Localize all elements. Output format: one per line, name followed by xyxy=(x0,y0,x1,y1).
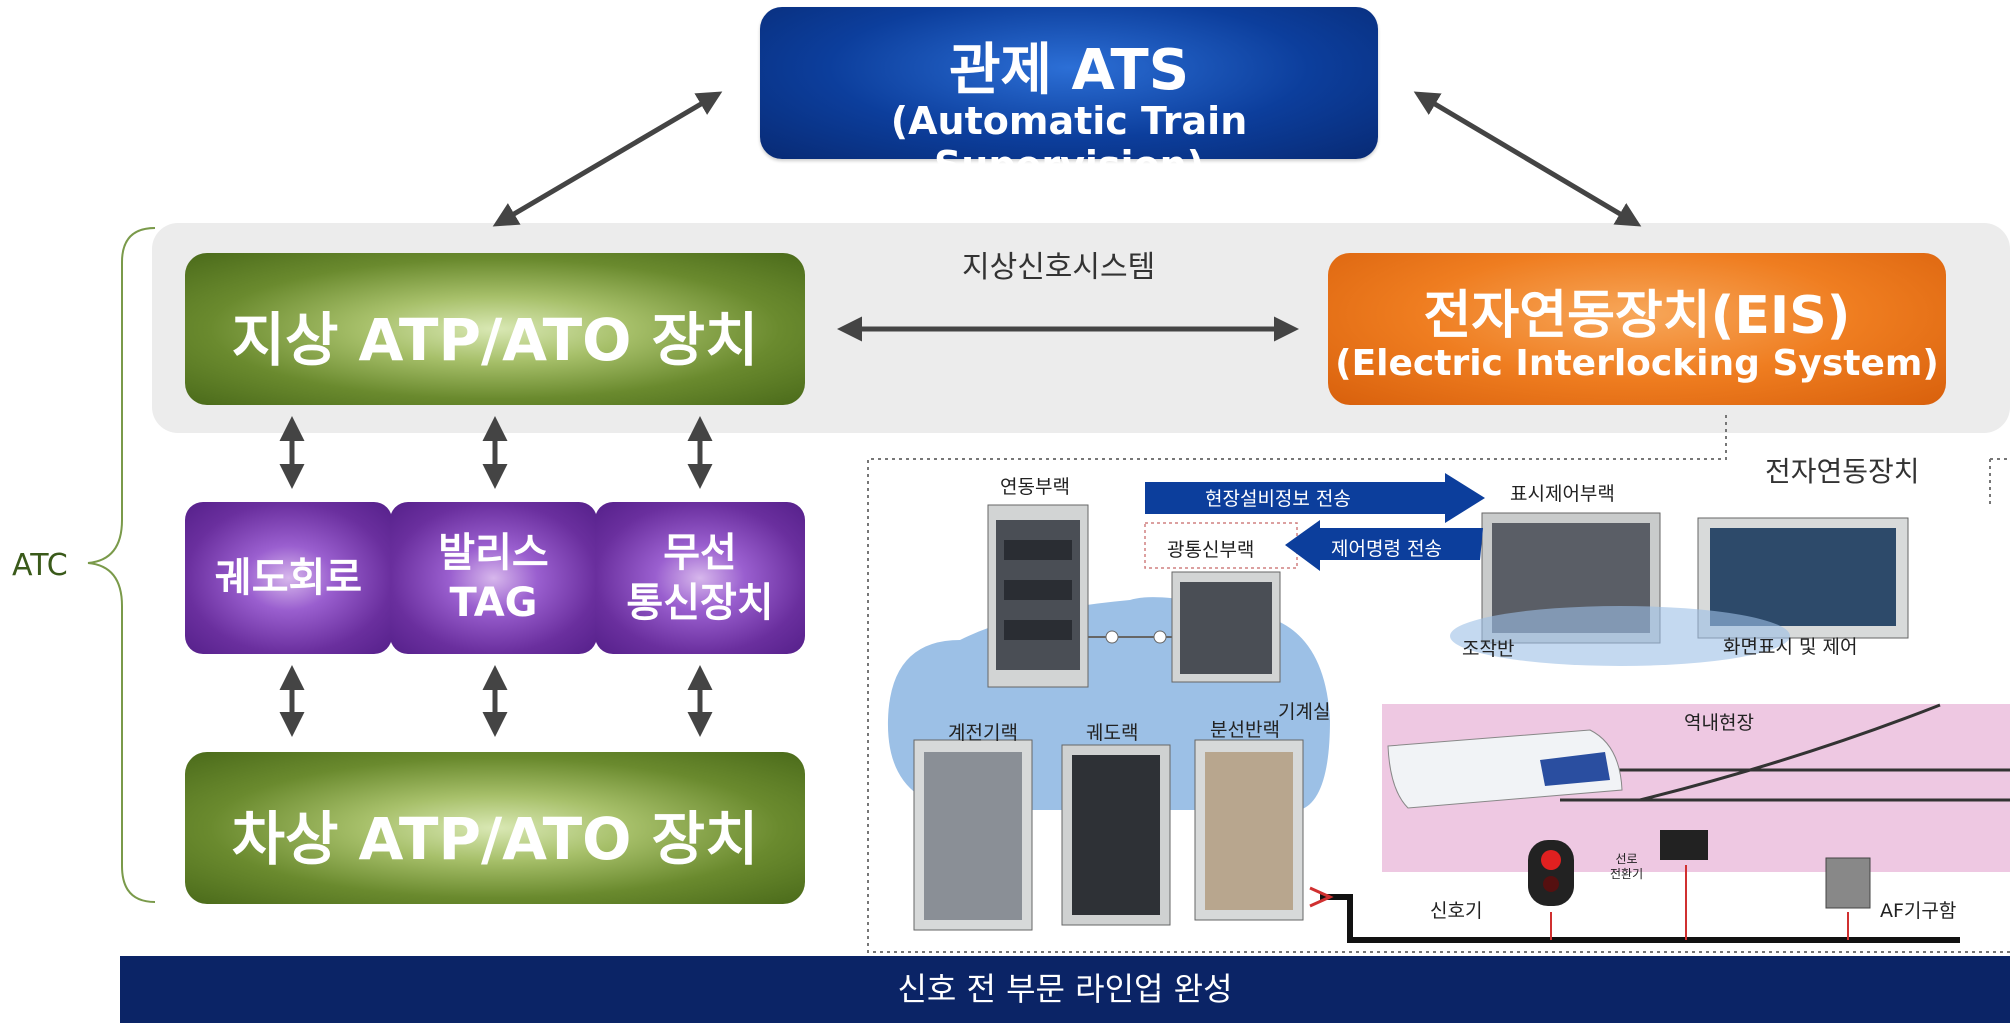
balise-label-line1: 발리스 xyxy=(438,530,549,576)
ground-atp-ato-box: 지상 ATP/ATO 장치 xyxy=(185,253,805,405)
radio-label-line1: 무선 xyxy=(663,530,737,576)
eis-detail-label: 전자연동장치 xyxy=(1765,455,1920,488)
track-rack-label: 궤도랙 xyxy=(1086,722,1139,744)
operator-panel-label: 조작반 xyxy=(1462,638,1515,660)
eis-detail-frame xyxy=(867,415,2010,953)
machine-room-label: 기계실 xyxy=(1278,701,1331,723)
relay-rack-cabinet xyxy=(913,739,1033,931)
signal-label: 신호기 xyxy=(1430,900,1483,922)
relay-rack-label: 계전기랙 xyxy=(948,722,1018,744)
field-info-transfer-label: 현장설비정보 전송 xyxy=(1205,488,1351,510)
track-circuit-box: 궤도회로 xyxy=(185,502,392,654)
display-control-rack-label: 표시제어부랙 xyxy=(1510,483,1615,505)
onboard-atp-ato-box: 차상 ATP/ATO 장치 xyxy=(185,752,805,904)
footer-banner: 신호 전 부문 라인업 완성 xyxy=(120,956,2010,1023)
atc-brace xyxy=(87,227,156,903)
radio-label-line2: 통신장치 xyxy=(626,580,774,626)
train xyxy=(1387,729,1623,809)
field-info-arrow xyxy=(1145,473,1485,523)
track-rack-cabinet xyxy=(1061,744,1171,926)
balise-label-line2: TAG xyxy=(449,580,538,626)
station-field-label: 역내현장 xyxy=(1684,712,1754,734)
point-machine-line1: 선로 xyxy=(1615,852,1638,866)
arrow-ats-ground xyxy=(492,91,723,227)
onboard-atp-ato-label: 차상 ATP/ATO 장치 xyxy=(231,805,759,873)
arrow-ats-eis xyxy=(1413,91,1642,227)
point-machine-line2: 전환기 xyxy=(1610,867,1644,881)
interlock-rack-cabinet xyxy=(987,504,1089,688)
interlock-rack-label: 연동부랙 xyxy=(1000,476,1070,498)
atc-label: ATC xyxy=(12,548,68,583)
distribution-rack-cabinet xyxy=(1194,739,1304,921)
ats-box: 관제 ATS (Automatic Train Supervision) xyxy=(760,7,1378,187)
balise-tag-box: 발리스 TAG xyxy=(390,502,597,654)
ground-signal-system-label: 지상신호시스템 xyxy=(962,250,1156,285)
eis-subtitle: (Electric Interlocking System) xyxy=(1335,343,1939,384)
control-command-arrow xyxy=(1285,520,1483,571)
optical-rack-cabinet xyxy=(1171,571,1281,683)
point-machine-label: 선로 전환기 xyxy=(1610,852,1643,882)
optical-comm-rack-label: 광통신부랙 xyxy=(1167,539,1255,561)
signal-device xyxy=(1528,840,1574,906)
control-command-transfer-label: 제어명령 전송 xyxy=(1331,538,1442,560)
ground-atp-ato-label: 지상 ATP/ATO 장치 xyxy=(231,306,759,374)
eis-box: 전자연동장치(EIS) (Electric Interlocking Syste… xyxy=(1328,253,1946,405)
track-circuit-label: 궤도회로 xyxy=(214,555,363,601)
ats-title: 관제 ATS xyxy=(948,38,1190,103)
radio-comm-box: 무선 통신장치 xyxy=(595,502,805,654)
distribution-rack-label: 분선반랙 xyxy=(1210,719,1280,741)
ats-subtitle: (Automatic Train Supervision) xyxy=(890,99,1248,187)
eis-title: 전자연동장치(EIS) xyxy=(1423,286,1851,346)
screen-display-control-label: 화면표시 및 제어 xyxy=(1723,636,1858,658)
af-track-device-label: AF기구함 xyxy=(1880,900,1957,922)
